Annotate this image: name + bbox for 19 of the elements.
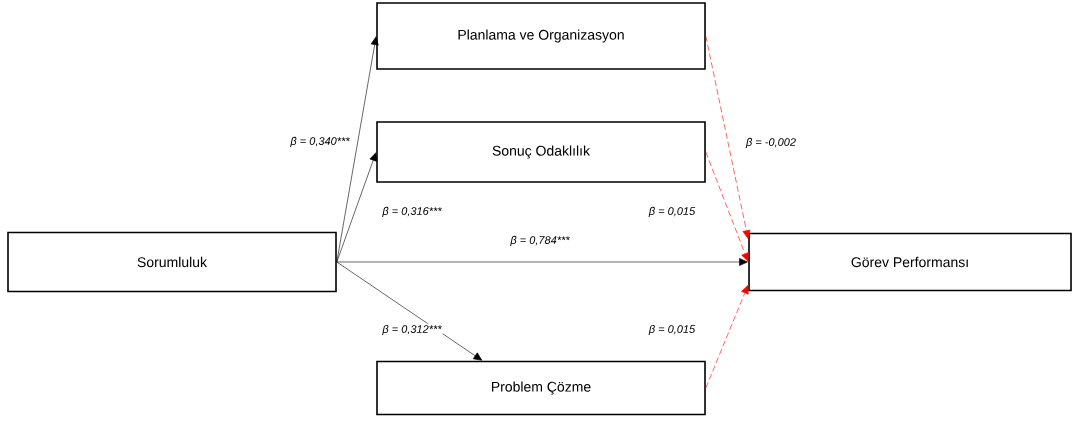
arrow (705, 35, 751, 239)
edge-label: β = 0,340*** (289, 135, 351, 149)
arrow (705, 285, 749, 389)
edge-label: β = -0,002 (745, 136, 797, 150)
edge-label: β = 0,015 (647, 323, 697, 337)
arrow (336, 258, 748, 266)
process-box: Görev Performansı (748, 232, 1072, 292)
process-box: Sorumluluk (7, 231, 337, 293)
process-box: Sonuç Odaklılık (376, 121, 706, 183)
arrow (705, 151, 749, 262)
arrow (336, 152, 377, 263)
arrow (336, 36, 379, 263)
edge-label: β = 0,015 (647, 205, 697, 219)
process-box: Planlama ve Organizasyon (376, 2, 706, 70)
process-box: Problem Çözme (376, 360, 706, 416)
edge-label: β = 0,784*** (509, 234, 571, 248)
edge-label: β = 0,312*** (381, 323, 443, 337)
edge-label: β = 0,316*** (381, 205, 443, 219)
arrow (336, 261, 483, 361)
